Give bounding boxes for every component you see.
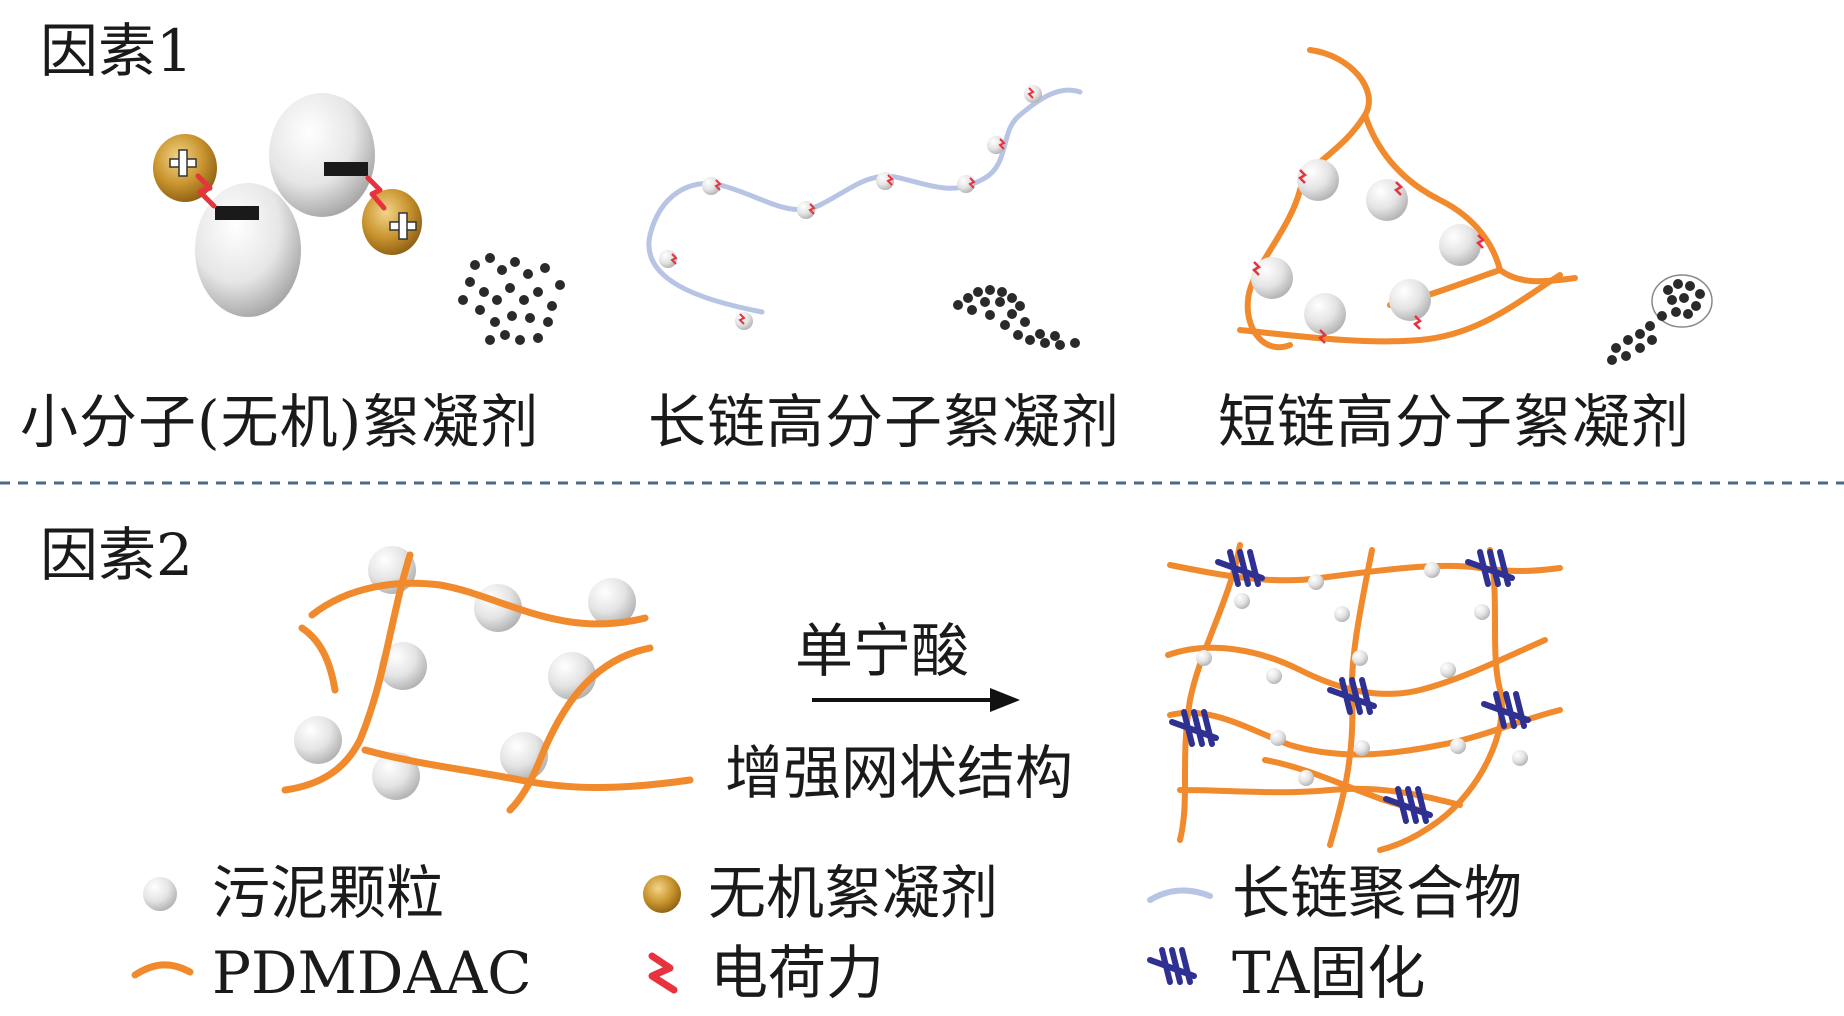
network-before-illustration (281, 546, 694, 814)
charge-zigzag-icon (365, 175, 387, 211)
short-chain-illustration (1237, 47, 1713, 365)
arrow-right-icon (812, 688, 1020, 712)
ta-crosslink-icon (1169, 549, 1531, 824)
pdmdaac-chain (298, 624, 339, 694)
legend-pdmdaac: PDMDAAC (212, 939, 532, 1007)
legend-inorganic-flocculant-swatch (643, 875, 681, 913)
caption-long-chain: 长链高分子絮凝剂 (648, 388, 1121, 456)
pdmdaac-chain (506, 644, 654, 814)
attached-particles (1196, 562, 1528, 786)
floc-cluster-loose (458, 253, 565, 345)
minus-sign-icon (324, 162, 368, 176)
legend-long-chain-polymer: 长链聚合物 (1232, 859, 1523, 927)
process-reagent: 单宁酸 (795, 617, 970, 685)
legend-charge-force: 电荷力 (710, 939, 885, 1007)
pdmdaac-chain (281, 551, 414, 794)
pdmdaac-chain (1362, 112, 1578, 285)
caption-small-molecule: 小分子(无机)絮凝剂 (20, 388, 540, 456)
pdmdaac-chain (308, 579, 649, 628)
plus-sign-icon (389, 212, 417, 240)
charge-zigzag-icon (1251, 169, 1486, 344)
network-after-illustration (1165, 542, 1563, 853)
charge-zigzag-icon (648, 952, 678, 994)
pdmdaac-chain (361, 746, 694, 791)
attached-particles (659, 85, 1042, 330)
legend-sludge-particle: 污泥颗粒 (212, 859, 445, 927)
inorganic-flocculant-illustration (153, 93, 565, 345)
pdmdaac-chain (1377, 547, 1505, 853)
legend-inorganic-flocculant: 无机絮凝剂 (708, 859, 999, 927)
pdmdaac-chain (1237, 272, 1563, 345)
legend-sludge-particle-swatch (143, 877, 177, 911)
floc-cluster-compact (1607, 274, 1713, 365)
legend-ta-immobilization: TA固化 (1232, 939, 1426, 1007)
charge-zigzag-icon (670, 87, 1035, 325)
minus-sign-icon (215, 206, 259, 220)
pdmdaac-chain (1177, 542, 1243, 843)
floc-cluster-chain (953, 285, 1080, 350)
plus-sign-icon (169, 149, 197, 177)
sludge-particle-large (269, 93, 375, 217)
factor1-label: 因素1 (40, 17, 193, 85)
caption-short-chain: 短链高分子絮凝剂 (1218, 388, 1691, 456)
long-chain-polymer (646, 87, 1083, 315)
pdmdaac-chain (1165, 637, 1548, 697)
legend-pdmdaac-swatch (131, 961, 194, 979)
charge-zigzag-icon (195, 173, 217, 209)
factor2-label: 因素2 (40, 521, 193, 589)
legend-icons (131, 875, 1213, 994)
attached-particles (1251, 159, 1481, 335)
attached-particles (294, 546, 636, 800)
legend-long-chain-swatch (1147, 887, 1213, 903)
ta-crosslink-icon (1147, 947, 1197, 985)
long-chain-illustration (646, 85, 1083, 350)
process-effect: 增强网状结构 (725, 739, 1074, 807)
